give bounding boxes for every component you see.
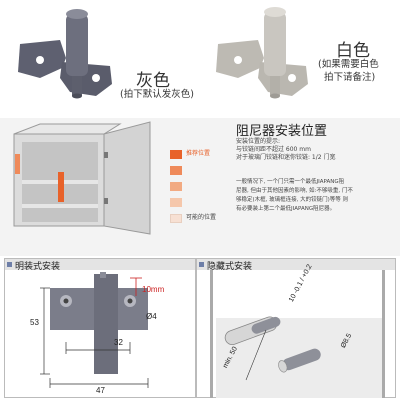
para-line-4: 有必要装上第二个最低JIAPANG阻尼器。 [236,206,336,212]
dim-hole-dia: Ø4 [146,312,157,321]
hidden-install-drawing [210,270,385,398]
legend-label-5: 可能的位置 [186,214,217,221]
gray-damper-image [18,9,112,99]
tip-line-2: 与铰链间距不超过 600 mm [236,146,311,153]
hidden-install-title: 隐藏式安装 [207,262,253,272]
white-label: 白色 [336,41,370,61]
legend-swatch-1 [170,150,182,159]
tip-line-1: 安装位置的提示: [236,138,281,145]
para-line-1: 一般情况下, 一个门只需一个最低JIAPANG阻 [236,179,345,185]
white-note-line-1: (如果需要白色 [318,59,379,70]
legend-swatch-3 [170,182,182,191]
legend-swatch-4 [170,198,182,207]
para-line-2: 尼器, 但由于其他因素的影响, 如:不够吸重, 门不 [236,188,353,194]
surface-install-drawing [40,272,149,388]
legend-swatch-2 [170,166,182,175]
install-paragraph: 一般情况下, 一个门只需一个最低JIAPANG阻 尼器, 但由于其他因素的影响,… [236,178,398,214]
legend-label-1: 推荐位置 [186,150,211,157]
section-marker [199,262,204,267]
install-position-title: 阻尼器安装位置 [236,124,328,139]
tip-line-3: 对于玻璃门铰链和迷你铰链: 1/2 门宽 [236,154,336,161]
para-line-3: 够稳定(木框, 玻璃框连接, 大的铰链门)等等 则 [236,197,349,203]
dim-width: 47 [96,386,105,395]
dim-hole-spacing: 32 [114,338,123,347]
white-note-line-2: 拍下请备注) [324,72,376,83]
section-marker [7,262,12,267]
product-photos [18,7,308,99]
gray-label: 灰色 [136,71,170,91]
dim-offset: 10mm [142,285,165,294]
legend-swatch-5 [170,214,182,223]
surface-install-panel: 明装式安装 [4,258,196,398]
dim-height: 53 [30,318,39,327]
gray-note: (拍下默认发灰色) [120,89,194,100]
white-damper-image [216,7,308,99]
surface-install-title: 明装式安装 [15,262,61,272]
cabinet-illustration [13,121,151,235]
install-tips: 安装位置的提示: 与铰链间距不超过 600 mm 对于玻璃门铰链和迷你铰链: 1… [236,138,396,162]
